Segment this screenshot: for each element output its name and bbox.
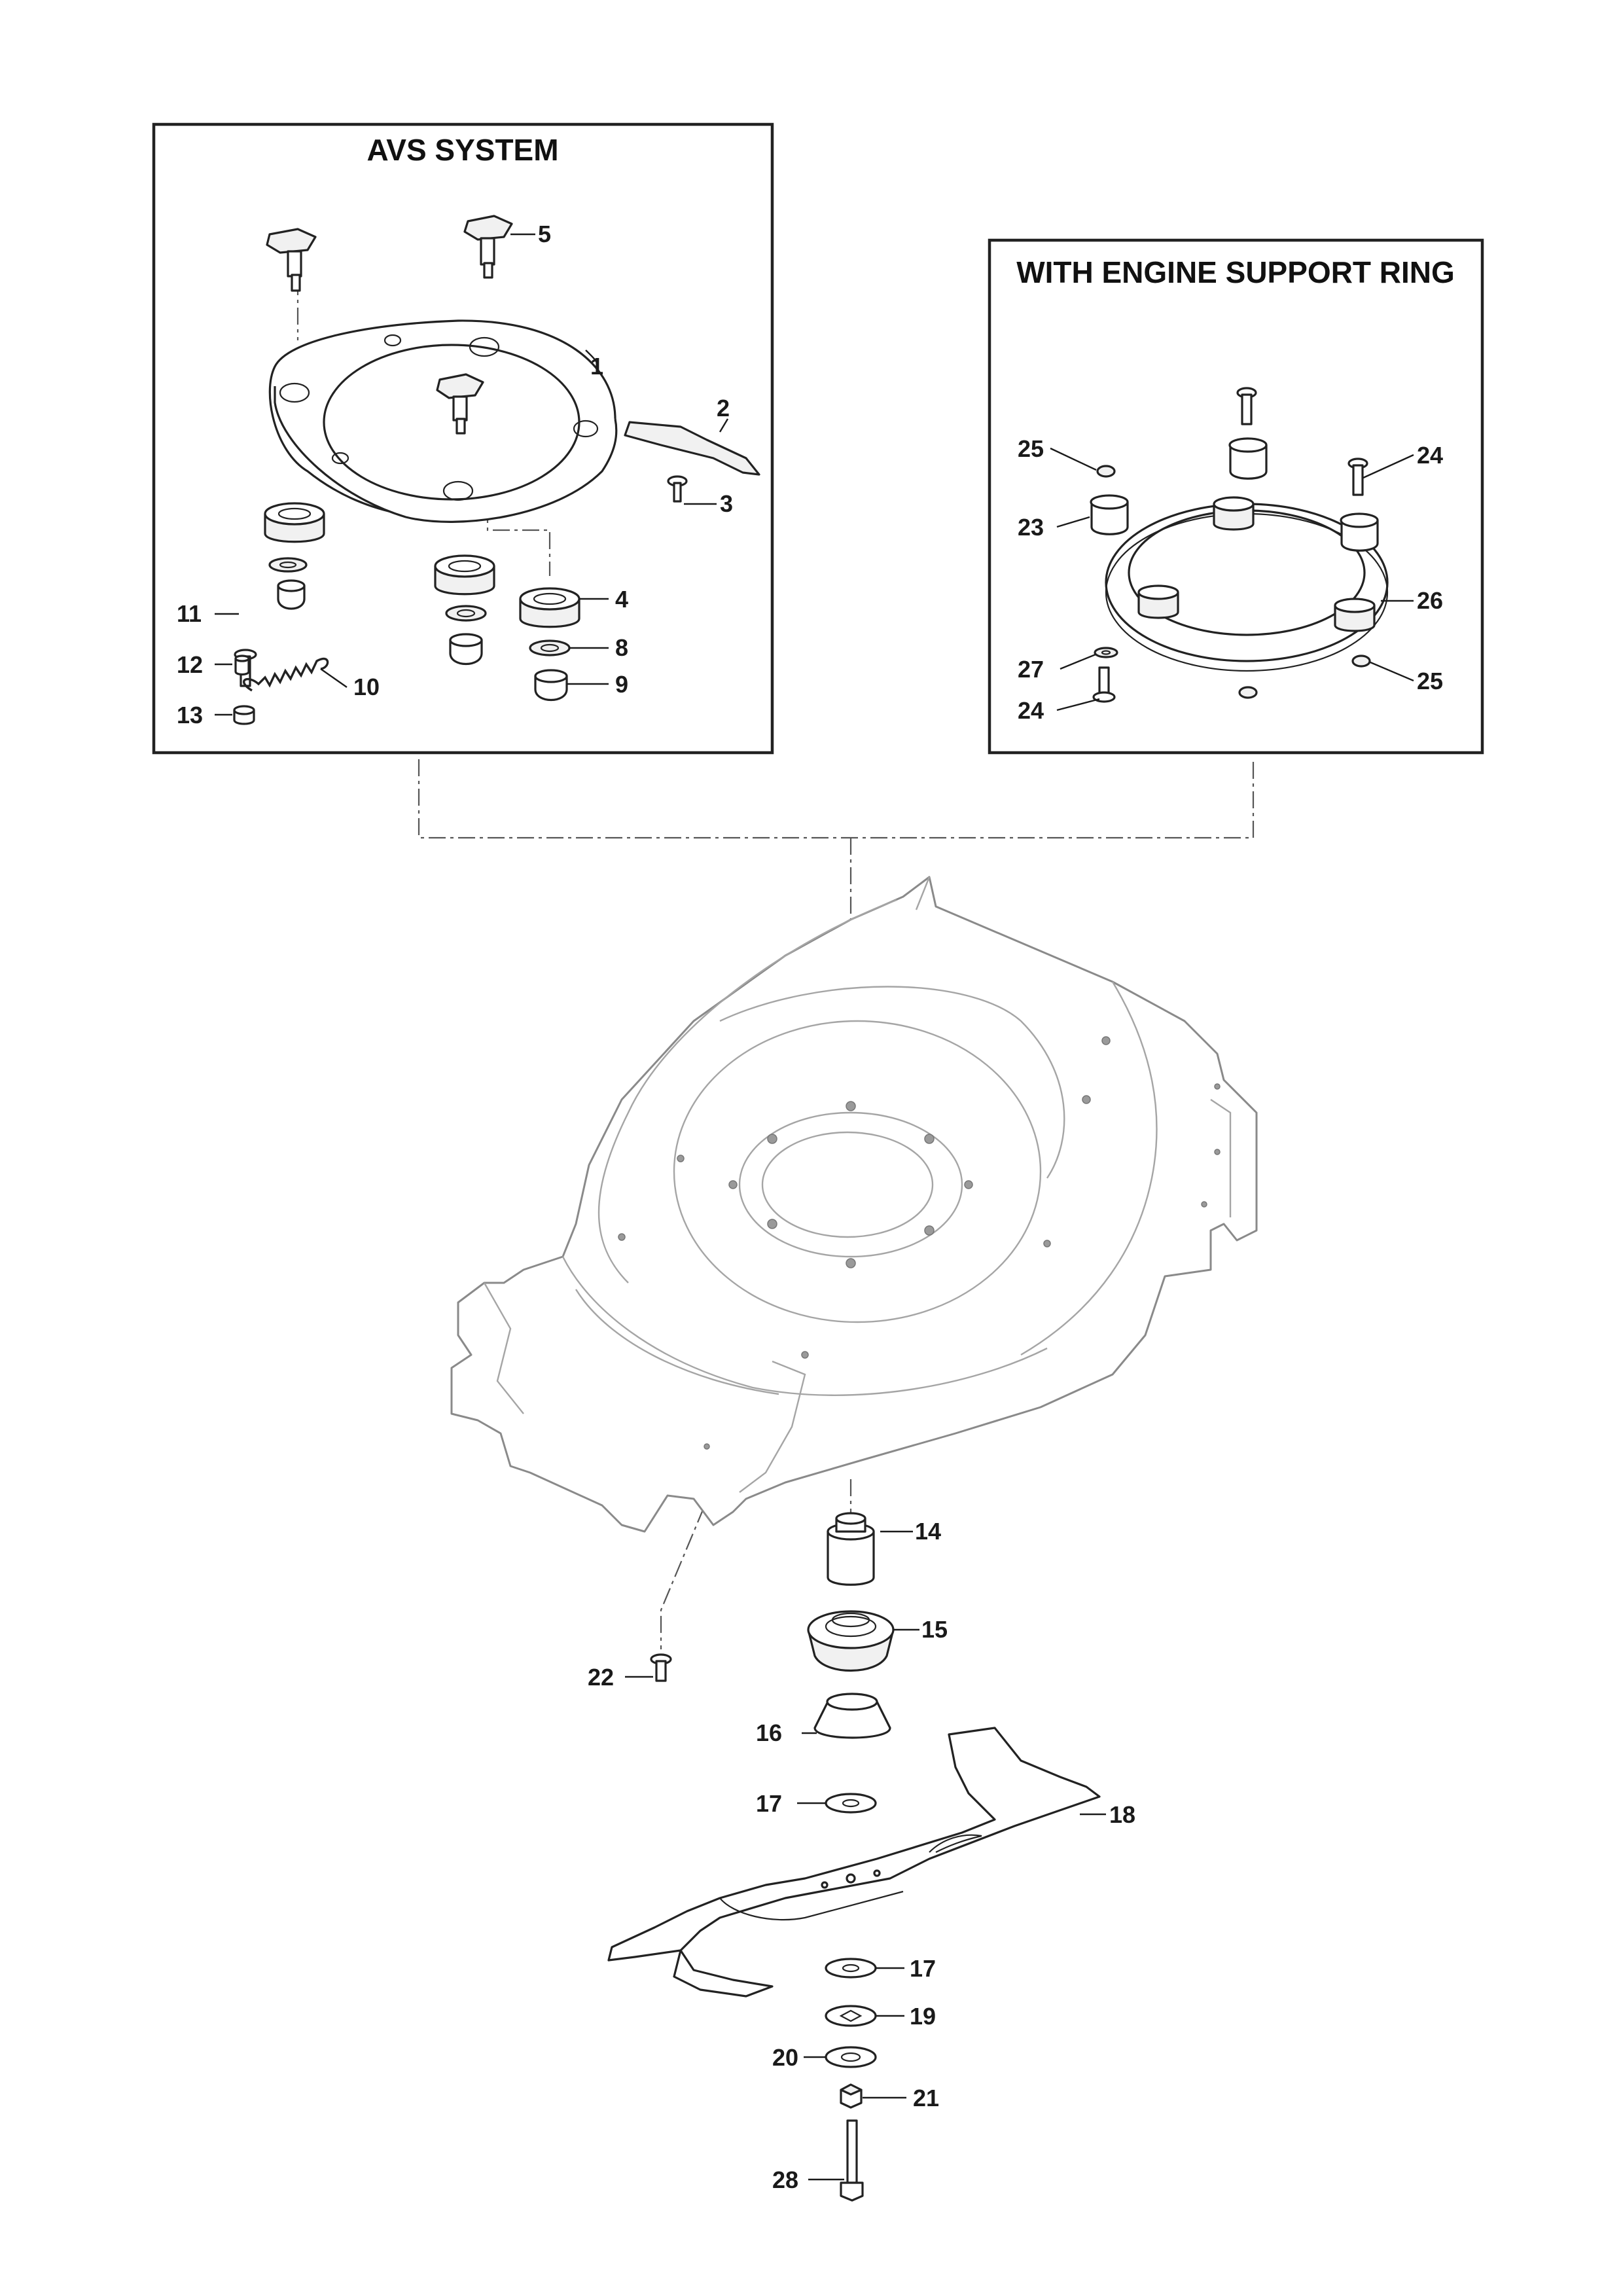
ring-bolt-bottom	[1092, 666, 1116, 703]
callout-10: 10	[353, 673, 380, 700]
avs-washer-center	[445, 605, 487, 622]
ring-washer	[1094, 647, 1118, 658]
avs-bush-left	[264, 502, 325, 543]
engine-support-ring-title: WITH ENGINE SUPPORT RING	[1016, 255, 1455, 289]
avs-system-panel	[152, 122, 774, 755]
engine-support-ring	[1105, 496, 1389, 672]
callout-2: 2	[717, 395, 730, 422]
avs-bracket-screw	[667, 475, 688, 503]
deck-screw	[650, 1653, 672, 1682]
avs-bolt-left	[266, 228, 317, 292]
callout-4: 4	[615, 586, 628, 613]
drive-adapter	[827, 1512, 875, 1586]
callout-21: 21	[913, 2085, 939, 2111]
callout-20: 20	[772, 2044, 798, 2071]
callout-11: 11	[177, 600, 202, 627]
blade-washer-bottom	[825, 1958, 877, 1979]
callout-3: 3	[720, 490, 733, 517]
ring-nut-right	[1351, 655, 1371, 668]
blade-washer-top	[825, 1793, 877, 1814]
blade-boss	[807, 1610, 895, 1672]
avs-bush-right	[519, 587, 580, 628]
callout-24a: 24	[1417, 442, 1443, 469]
avs-ring-plate	[268, 319, 618, 523]
avs-small-nut	[233, 705, 255, 725]
engine-support-ring-panel	[988, 238, 1484, 755]
callout-16: 16	[756, 1719, 782, 1746]
callout-25a: 25	[1018, 435, 1044, 462]
ring-spacer-top	[1228, 437, 1268, 480]
callout-27: 27	[1018, 656, 1044, 683]
callout-8: 8	[615, 634, 628, 661]
avs-bolt-center	[463, 215, 513, 279]
avs-tension-spring	[243, 657, 329, 692]
ring-spacer-right	[1340, 512, 1379, 552]
callout-5: 5	[538, 221, 551, 247]
ring-nut-bottom	[1238, 686, 1258, 699]
callout-22: 22	[588, 1664, 614, 1691]
avs-capnut-left	[277, 579, 306, 610]
callout-28: 28	[772, 2166, 798, 2193]
mower-deck	[450, 876, 1258, 1533]
callout-19: 19	[910, 2003, 936, 2030]
callout-23: 23	[1018, 514, 1044, 541]
avs-bracket	[624, 421, 760, 476]
ring-bolt-top	[1236, 387, 1257, 425]
avs-bush-center	[434, 554, 495, 596]
avs-system-title: AVS SYSTEM	[366, 133, 558, 167]
avs-washer-right	[529, 639, 571, 656]
callout-9: 9	[615, 671, 628, 698]
avs-spacer	[234, 655, 250, 676]
leader-lines	[215, 233, 1414, 2181]
callout-25b: 25	[1417, 668, 1443, 694]
blade-long-bolt	[840, 2119, 864, 2202]
callout-26: 26	[1417, 587, 1443, 614]
callout-17a: 17	[756, 1790, 782, 1817]
ring-nut-top	[1096, 465, 1116, 478]
avs-capnut-right	[534, 669, 568, 702]
avs-washer-left	[268, 557, 308, 573]
ring-bolt-right	[1347, 457, 1368, 496]
callout-18: 18	[1109, 1801, 1135, 1828]
callout-12: 12	[177, 651, 203, 678]
avs-bolt-inner	[436, 373, 484, 435]
ring-spacer-left	[1090, 494, 1129, 535]
callout-13: 13	[177, 702, 203, 728]
callouts: 1 2 3 4 5 8 9 10 11 12 13 14 15 16 17 18…	[177, 221, 1443, 2193]
callout-15: 15	[921, 1616, 948, 1643]
avs-capnut-center	[449, 633, 483, 666]
callout-24b: 24	[1018, 697, 1044, 724]
cutting-blade	[607, 1727, 1101, 1998]
blade-spring-washer	[825, 2005, 877, 2027]
callout-14: 14	[915, 1518, 941, 1545]
blade-flat-washer	[825, 2046, 877, 2068]
blade-nut	[840, 2083, 863, 2109]
callout-1: 1	[590, 353, 603, 380]
callout-17b: 17	[910, 1955, 936, 1982]
blade-collar	[813, 1693, 891, 1739]
